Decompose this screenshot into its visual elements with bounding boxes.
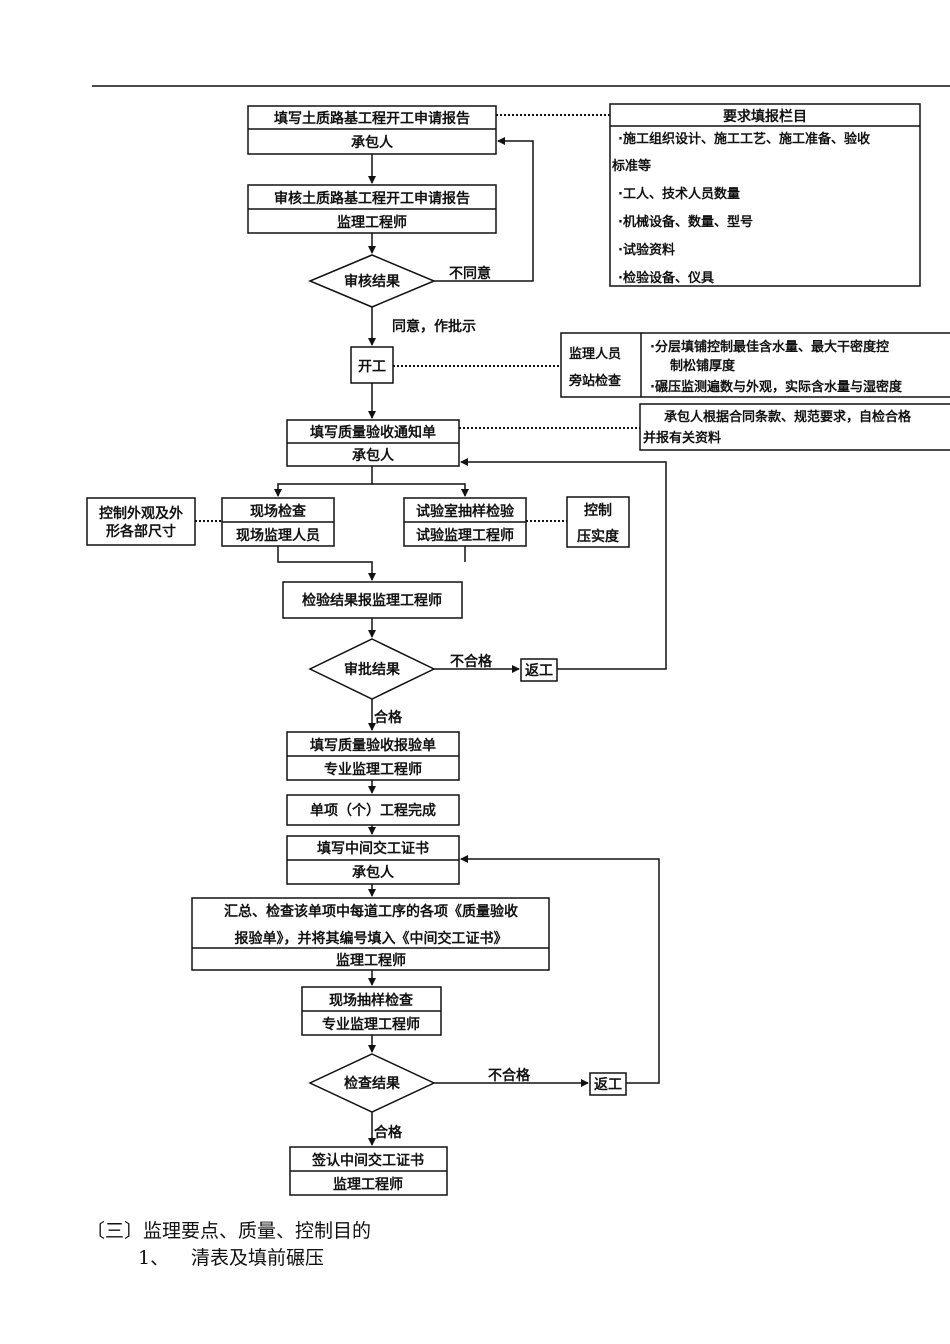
site-spot-check-label: 现场抽样检查 [329,992,414,1009]
contractor-label-3: 承包人 [352,864,395,881]
unqualified-label-2: 不合格 [488,1067,531,1084]
lab-supervisor-engineer-label: 试验监理工程师 [416,527,514,544]
agree-instruct-label: 同意，作批示 [392,318,476,335]
fill-report-label: 填写土质路基工程开工申请报告 [274,110,470,127]
summary-box [191,897,550,971]
rework-box-1 [520,658,558,682]
item-complete-box [286,794,460,826]
specialist-engineer-label-1: 专业监理工程师 [324,761,422,778]
side-inspection-label-2: 旁站检查 [568,373,622,389]
side-inspection-label-1: 监理人员 [569,346,621,362]
supervisor-engineer-label-3: 监理工程师 [333,1176,403,1193]
control-compaction-label-2: 压实度 [577,528,620,545]
site-inspection-label: 现场检查 [250,503,307,520]
supervisor-engineer-label-1: 监理工程师 [337,214,407,231]
approval-result-label: 审批结果 [344,661,401,678]
control-appearance-label-2: 形各部尺寸 [106,523,176,540]
start-work-label: 开工 [358,359,386,375]
requirement-item: 标准等 [611,158,651,174]
rework-label-2: 返工 [594,1076,622,1093]
item-complete-label: 单项（个）工程完成 [310,802,436,819]
summary-line-1: 汇总、检查该单项中每道工序的各项《质量验收 [224,903,519,920]
check-result-label: 检查结果 [344,1075,401,1092]
lab-sampling-label: 试验室抽样检验 [416,503,515,520]
side-inspection-box [560,332,642,398]
requirements-box [609,103,921,287]
sign-interim-cert-label: 签认中间交工证书 [311,1152,424,1169]
self-check-line-1: 承包人根据合同条款、规范要求，自检合格 [664,409,912,425]
summary-line-2: 报验单》，并将其编号填入《中间交工证书》 [235,930,508,947]
report-results-label: 检验结果报监理工程师 [302,592,442,609]
unqualified-label-1: 不合格 [450,653,493,670]
fill-quality-report-label: 填写质量验收报验单 [310,737,436,754]
rework-box-2 [589,1072,627,1096]
disagree-label: 不同意 [449,265,491,282]
rework-label-1: 返工 [525,662,553,679]
fill-quality-notice-label: 填写质量验收通知单 [310,424,436,441]
side-inspection-line-2: 制松铺厚度 [670,358,736,374]
item-text: 清表及填前碾压 [191,1247,325,1269]
fill-interim-cert-label: 填写中间交工证书 [317,840,429,857]
side-inspection-line-3: ·碾压监测遍数与外观，实际含水量与湿密度 [650,379,903,395]
requirement-item: ·试验资料 [618,242,675,258]
control-appearance-label-1: 控制外观及外 [99,505,183,522]
section-heading: 〔三〕监理要点、质量、控制目的 [86,1220,372,1242]
requirements-title: 要求填报栏目 [723,108,807,125]
side-inspection-line-1: ·分层填铺控制最佳含水量、最大干密度控 [650,339,889,355]
item-number: 1、 [138,1247,170,1269]
qualified-label-2: 合格 [374,1124,403,1141]
requirement-item: ·施工组织设计、施工工艺、施工准备、验收 [618,131,871,147]
control-compaction-label-1: 控制 [584,502,612,519]
requirement-item: ·检验设备、仪具 [618,270,714,286]
qualified-label-1: 合格 [374,709,403,726]
requirement-item: ·机械设备、数量、型号 [618,214,753,230]
contractor-label-1: 承包人 [351,134,394,151]
supervisor-engineer-label-2: 监理工程师 [336,952,406,969]
self-check-line-2: 并报有关资料 [643,430,721,446]
review-result-label: 审核结果 [344,273,401,290]
requirement-item: ·工人、技术人员数量 [618,186,740,202]
specialist-engineer-label-2: 专业监理工程师 [322,1016,420,1033]
contractor-label-2: 承包人 [352,447,395,464]
review-report-label: 审核土质路基工程开工申请报告 [274,190,470,207]
site-supervisor-label: 现场监理人员 [236,527,320,544]
